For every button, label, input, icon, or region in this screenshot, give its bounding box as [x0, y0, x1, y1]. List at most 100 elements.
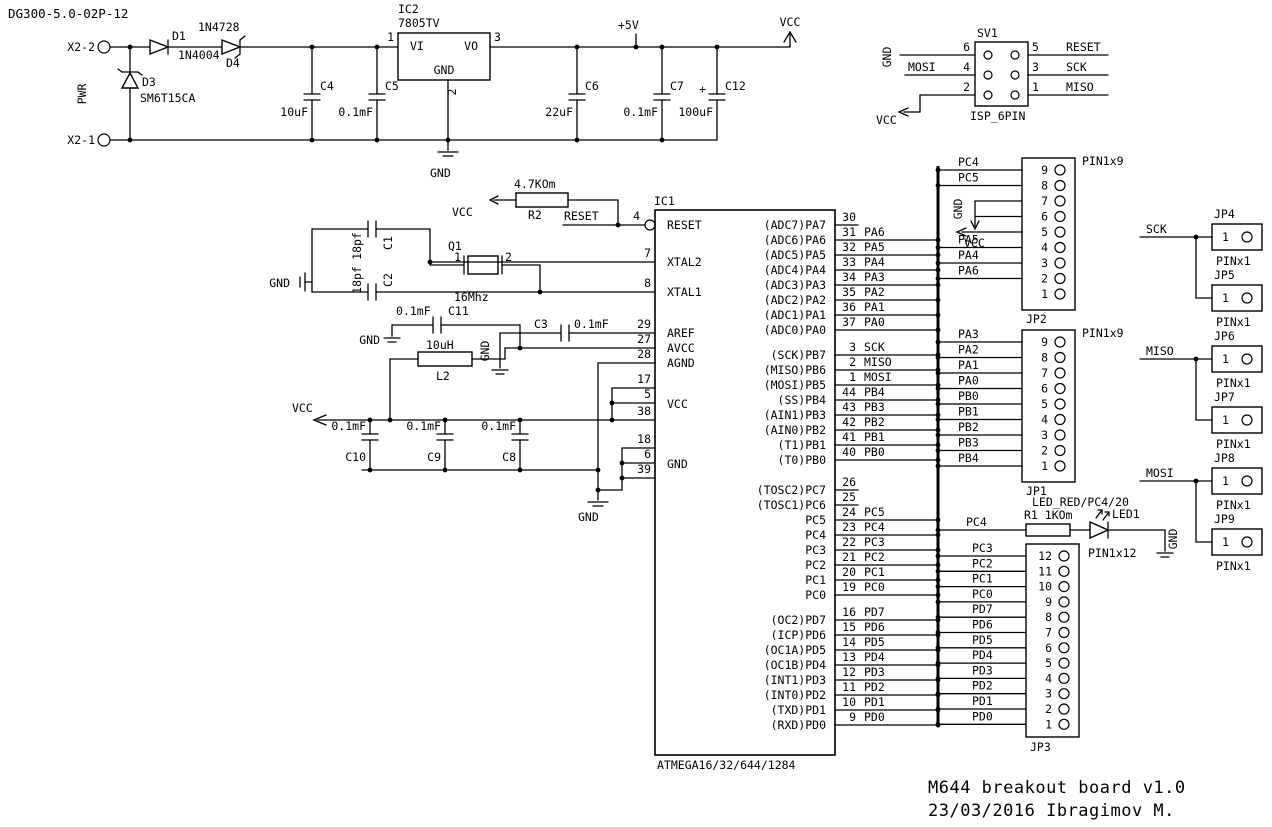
pin-pad — [1054, 336, 1066, 348]
pin-pad — [1058, 703, 1070, 715]
pin-number: 39 — [637, 462, 651, 476]
net-label-gnd: GND — [880, 47, 894, 68]
analog-filter-circuit: 0.1mF C11 GND C3 0.1mF GND 10uH L2 — [359, 304, 656, 507]
net-label: PC3 — [972, 541, 993, 555]
pin-number: 25 — [842, 490, 856, 504]
ic1-pin-label: (ADC6)PA6 — [764, 233, 826, 247]
pin-number: 4 — [1041, 413, 1048, 427]
sv1-name: SV1 — [977, 26, 998, 40]
net-label: PD7 — [864, 605, 885, 619]
pin-pad — [1241, 536, 1253, 548]
pin-number: 31 — [842, 225, 856, 239]
pin-number: 40 — [842, 445, 856, 459]
pin-number: 2 — [963, 80, 970, 94]
gnd-label: GND — [359, 333, 380, 347]
pin-number: 1 — [1222, 352, 1229, 366]
c4-value: 10uF — [280, 105, 308, 119]
net-label-vcc: VCC — [292, 401, 313, 415]
pin-pad — [1054, 164, 1066, 176]
net-label: PA3 — [958, 327, 979, 341]
capacitor-c4-symbol — [303, 46, 321, 141]
junction-dot — [935, 463, 941, 469]
c11-value: 0.1mF — [396, 304, 431, 318]
led-circuit: PC4 LED_RED/PC4/20 R1 1KOm LED1 GND — [935, 495, 1180, 558]
net-label-miso: MISO — [1066, 80, 1094, 94]
ic2-pin2: 2 — [445, 89, 459, 96]
pin-number: 10 — [842, 695, 856, 709]
pin-number: 2 — [849, 355, 856, 369]
pin-pad — [1054, 272, 1066, 285]
net-label: PD5 — [864, 635, 885, 649]
pin-number: 1 — [1041, 459, 1048, 473]
ic1-port-b: (SCK)PB7SCK3(MISO)PB6MISO2(MOSI)PB5MOSI1… — [764, 340, 941, 467]
junction-dot — [935, 276, 941, 281]
diode-d1-symbol — [149, 38, 170, 56]
c8-value: 0.1mF — [481, 419, 516, 433]
net-label: PA6 — [864, 225, 885, 239]
junction-dot — [935, 630, 941, 635]
net-label-sck: SCK — [1066, 60, 1087, 74]
c10-value: 0.1mF — [331, 419, 366, 433]
net-label: PD2 — [972, 679, 993, 693]
ic2-name: IC2 — [398, 2, 419, 16]
pin-number: 5 — [1041, 397, 1048, 411]
ic1-pin-label: AGND — [667, 356, 695, 370]
net-label: PB1 — [958, 405, 979, 419]
pin-pad — [1054, 429, 1066, 441]
reset-bubble-icon — [644, 219, 656, 231]
pin-number: 1 — [1222, 230, 1229, 244]
net-label: PB2 — [864, 415, 885, 429]
pin-number: 34 — [842, 270, 856, 284]
ic1-pin-label: XTAL1 — [667, 285, 702, 299]
pin-number: 5 — [1045, 656, 1052, 670]
ic1-pin-label: (AIN1)PB3 — [764, 408, 826, 422]
net-label: PB3 — [864, 400, 885, 414]
ic1-pin-label: (OC1A)PD5 — [764, 643, 826, 657]
pin-number: 8 — [644, 276, 651, 290]
pin-number: 1 — [1045, 717, 1052, 731]
c7-value: 0.1mF — [623, 105, 658, 119]
crystal-circuit: 18pf C1 18pf C2 GND Q1 1 2 16Mhz — [269, 220, 656, 304]
junction-dot — [935, 660, 941, 666]
pin-number: 9 — [1045, 595, 1052, 609]
c5-name: C5 — [385, 79, 399, 93]
vcc-arrow-icon — [955, 227, 967, 237]
jp3-box — [1025, 543, 1080, 738]
pin-number: 13 — [842, 650, 856, 664]
ic1-name: IC1 — [654, 194, 675, 208]
capacitor-c12-symbol — [708, 46, 726, 141]
gnd-label: GND — [578, 510, 599, 524]
ic1-pin-label: (TXD)PD1 — [771, 703, 826, 717]
pin-number: 2 — [505, 250, 512, 264]
net-label: PD0 — [972, 709, 993, 723]
pin-number: 14 — [842, 635, 856, 649]
plus5v-label: +5V — [618, 18, 639, 32]
net-label: PA5 — [958, 233, 979, 247]
pin-number: 38 — [637, 404, 651, 418]
c9-value: 0.1mF — [406, 419, 441, 433]
ic1-pin-label: (ADC5)PA5 — [764, 248, 826, 262]
ic1-pin-label: (ADC4)PA4 — [764, 263, 826, 277]
led1-name: LED1 — [1112, 507, 1140, 521]
net-label: PB0 — [864, 445, 885, 459]
ic2-pin3: 3 — [494, 30, 501, 44]
pin-number: 19 — [842, 580, 856, 594]
pin-number: 6 — [1041, 382, 1048, 396]
pin-number: 10 — [1038, 580, 1052, 594]
net-label: PB2 — [958, 420, 979, 434]
pin-number: 2 — [1045, 702, 1052, 716]
c1-name: C1 — [381, 236, 395, 250]
ic1-pin-label: PC2 — [805, 558, 826, 572]
net-label: PD6 — [864, 620, 885, 634]
ic1-pin-label: (ADC1)PA1 — [764, 308, 826, 322]
net-label: PD3 — [864, 665, 885, 679]
r1-label: R1 1KOm — [1024, 508, 1073, 522]
pin-number: 28 — [637, 347, 651, 361]
pin-number: 7 — [644, 246, 651, 260]
ic1-pin-label: (OC1B)PD4 — [764, 658, 826, 672]
header-name: JP7 — [1214, 390, 1235, 404]
jp3-pins: 12PC311PC210PC19PC08PD77PD66PD55PD44PD33… — [935, 541, 1070, 731]
pin-number: 6 — [1041, 210, 1048, 224]
net-label: PC2 — [864, 550, 885, 564]
